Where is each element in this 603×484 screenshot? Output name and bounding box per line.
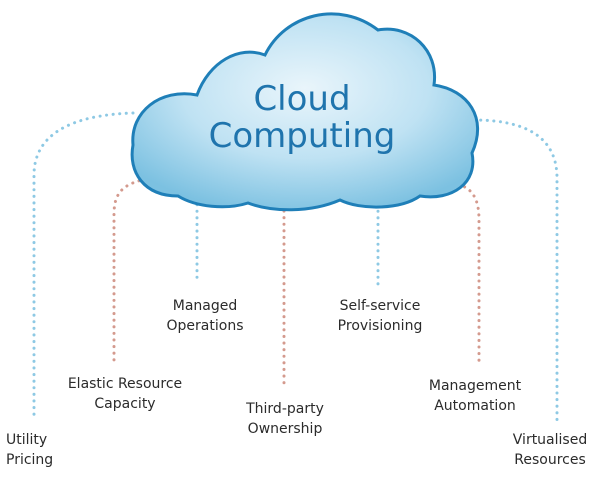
connector-management-automation: [450, 181, 481, 368]
cloud-title-line1: Cloud: [253, 79, 350, 119]
feature-label-line2: Pricing: [6, 452, 54, 468]
feature-label-line1: Elastic Resource: [67, 376, 183, 392]
feature-label-line2: Automation: [434, 398, 516, 414]
connector-elastic-resource-capacity: [112, 176, 154, 368]
feature-label-line1: Utility: [6, 432, 48, 448]
feature-managed-operations: Managed Operations: [140, 296, 270, 336]
feature-label-line1: Virtualised: [512, 432, 588, 448]
feature-label-line1: Managed: [172, 298, 238, 314]
feature-elastic-resource-capacity: Elastic Resource Capacity: [50, 374, 200, 414]
feature-label-line1: Third-party: [246, 401, 324, 417]
feature-label-line2: Provisioning: [337, 318, 423, 334]
feature-third-party-ownership: Third-party Ownership: [220, 399, 350, 439]
connector-utility-pricing: [32, 111, 135, 422]
connector-virtualised-resources: [472, 118, 559, 422]
cloud-title-line2: Computing: [209, 116, 396, 156]
feature-label-line2: Capacity: [94, 396, 156, 412]
feature-label-line2: Operations: [166, 318, 244, 334]
feature-label-line2: Resources: [514, 452, 586, 468]
feature-self-service-provisioning: Self-service Provisioning: [315, 296, 445, 336]
feature-management-automation: Management Automation: [405, 376, 545, 416]
cloud-shape: [130, 12, 480, 212]
feature-label-line1: Self-service: [339, 298, 421, 314]
feature-virtualised-resources: Virtualised Resources: [498, 430, 602, 470]
feature-utility-pricing: Utility Pricing: [6, 430, 86, 470]
feature-label-line2: Ownership: [247, 421, 323, 437]
feature-label-line1: Management: [428, 378, 522, 394]
